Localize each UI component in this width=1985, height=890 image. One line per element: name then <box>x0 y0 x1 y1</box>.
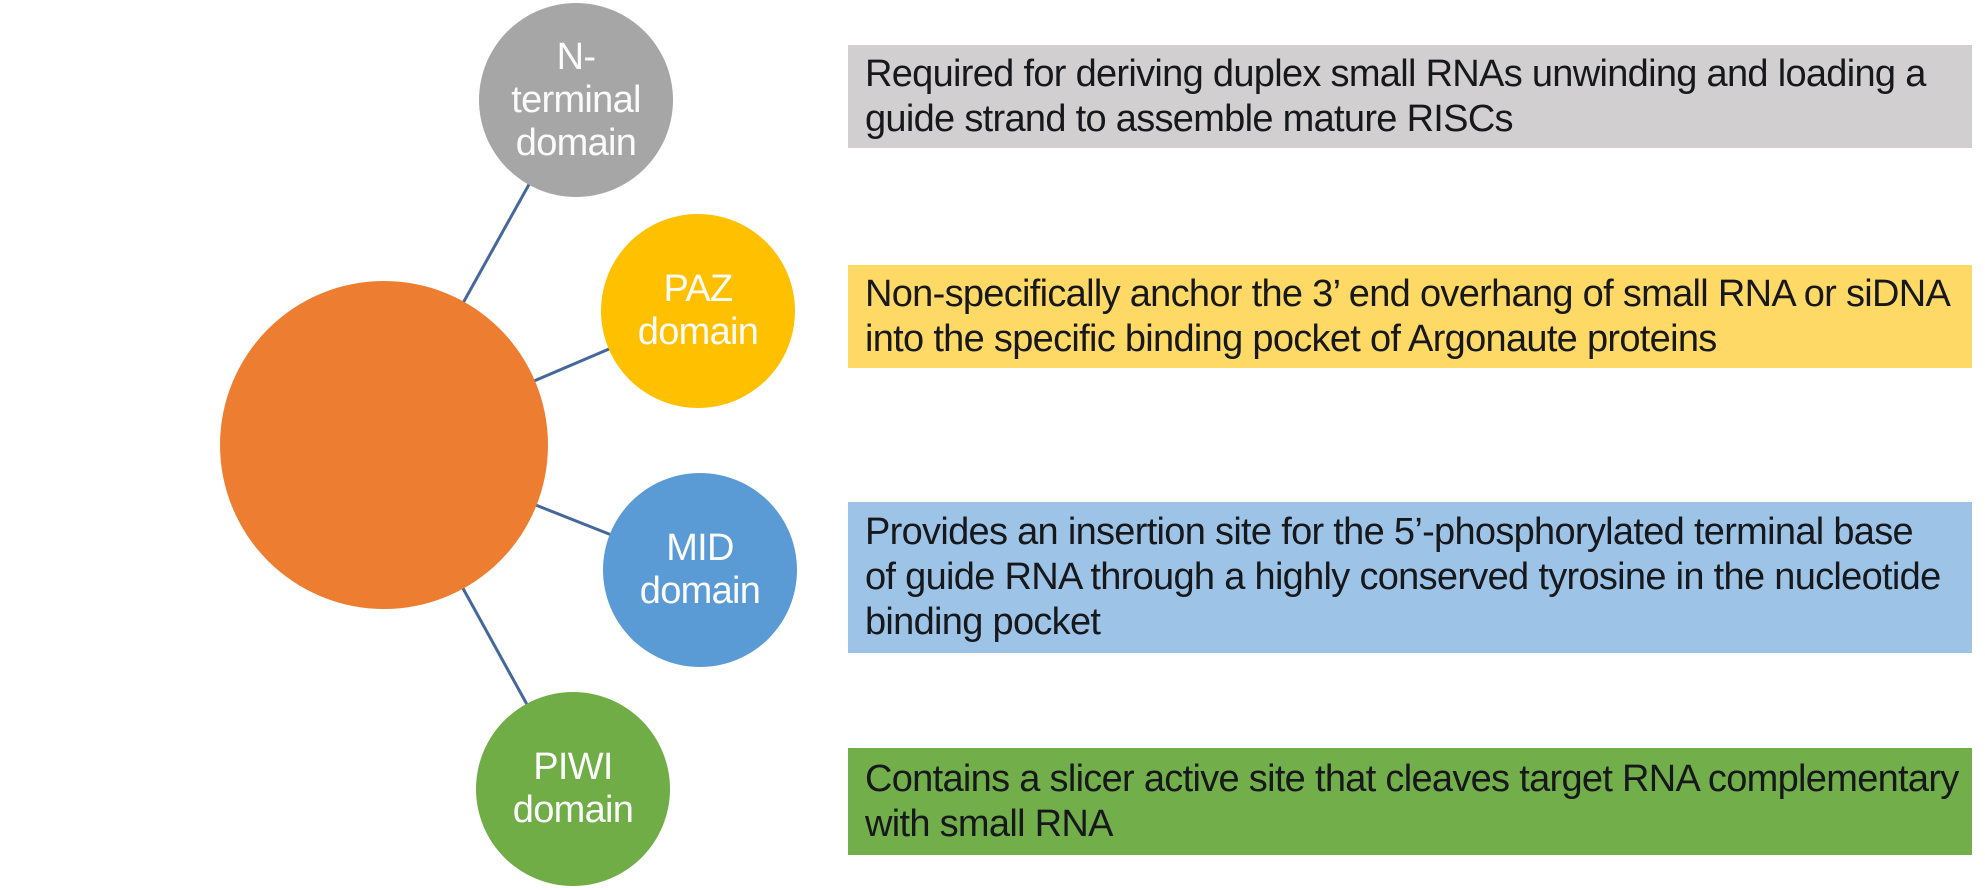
description-text-n-terminal: Required for deriving duplex small RNAs … <box>865 52 1926 140</box>
node-circle-mid: MID domain <box>603 473 797 667</box>
description-box-n-terminal: Required for deriving duplex small RNAs … <box>848 45 1972 148</box>
node-label-piwi: PIWI domain <box>512 746 634 831</box>
node-circle-piwi: PIWI domain <box>476 692 670 886</box>
center-node-circle <box>220 281 548 609</box>
node-circle-n-terminal: N- terminal domain <box>479 3 673 197</box>
description-text-paz: Non-specifically anchor the 3’ end overh… <box>865 272 1951 360</box>
node-label-paz: PAZ domain <box>637 268 759 353</box>
node-label-n-terminal: N- terminal domain <box>511 35 641 164</box>
node-label-mid: MID domain <box>639 527 761 612</box>
description-text-mid: Provides an insertion site for the 5’-ph… <box>865 511 1941 643</box>
description-box-piwi: Contains a slicer active site that cleav… <box>848 748 1972 855</box>
description-box-paz: Non-specifically anchor the 3’ end overh… <box>848 265 1972 368</box>
node-circle-paz: PAZ domain <box>601 214 795 408</box>
description-box-mid: Provides an insertion site for the 5’-ph… <box>848 502 1972 653</box>
description-text-piwi: Contains a slicer active site that cleav… <box>865 757 1959 845</box>
